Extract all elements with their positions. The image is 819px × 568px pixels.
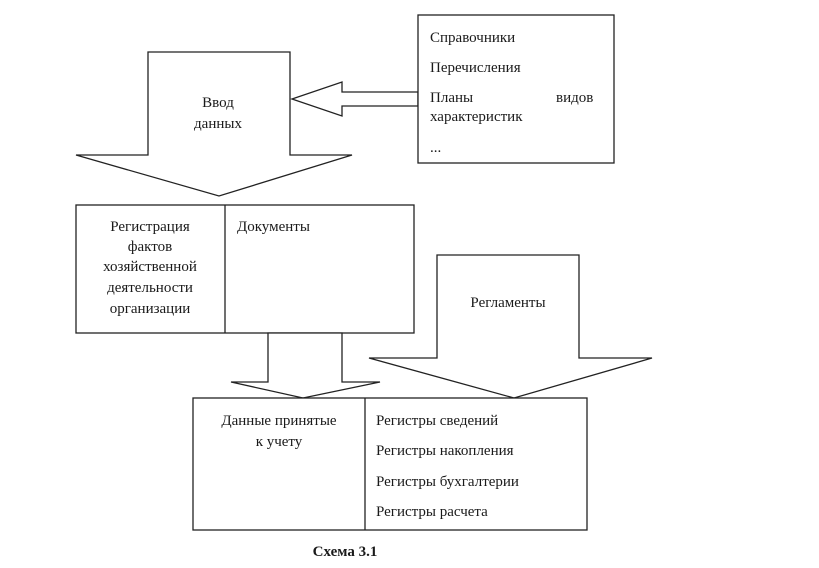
register-item-accounting: Регистры бухгалтерии: [376, 474, 519, 490]
catalog-item-plans-word2: видов: [556, 90, 594, 106]
registration-box-shape: [75, 204, 415, 334]
diagram-caption: Схема 3.1: [312, 544, 378, 560]
regulations-label: Регламенты: [470, 295, 546, 311]
input-arrow-shape: [75, 51, 353, 197]
input-arrow-label-line2: данных: [194, 116, 242, 132]
registration-line-2: фактов: [127, 239, 173, 255]
registration-line-5: организации: [109, 301, 191, 317]
catalog-item-enumerations: Перечисления: [430, 60, 521, 76]
regulations-arrow-shape: [368, 254, 653, 399]
input-arrow-label-line1: Ввод: [202, 95, 234, 111]
catalog-ellipsis: ...: [430, 140, 442, 156]
documents-label: Документы: [237, 219, 310, 235]
catalogs-box-shape: [417, 14, 615, 164]
registration-line-3: хозяйственной: [103, 259, 197, 275]
accounting-box-shape: [192, 397, 588, 531]
catalog-item-plans-word3: характеристик: [430, 109, 523, 125]
accounting-left-line1: Данные принятые: [221, 413, 337, 429]
accounting-left-line2: к учету: [255, 434, 303, 450]
catalog-item-plans-word1: Планы: [430, 90, 474, 106]
registration-to-accounting-arrow-shape: [230, 332, 381, 399]
catalog-to-input-arrow-shape: [289, 81, 419, 117]
register-item-calculation: Регистры расчета: [376, 504, 488, 520]
register-item-accumulation: Регистры накопления: [376, 443, 514, 459]
registration-line-4: деятельности: [107, 280, 193, 296]
registration-line-1: Регистрация: [110, 219, 190, 235]
catalog-item-references: Справочники: [430, 30, 516, 46]
register-item-info: Регистры сведений: [376, 413, 499, 429]
